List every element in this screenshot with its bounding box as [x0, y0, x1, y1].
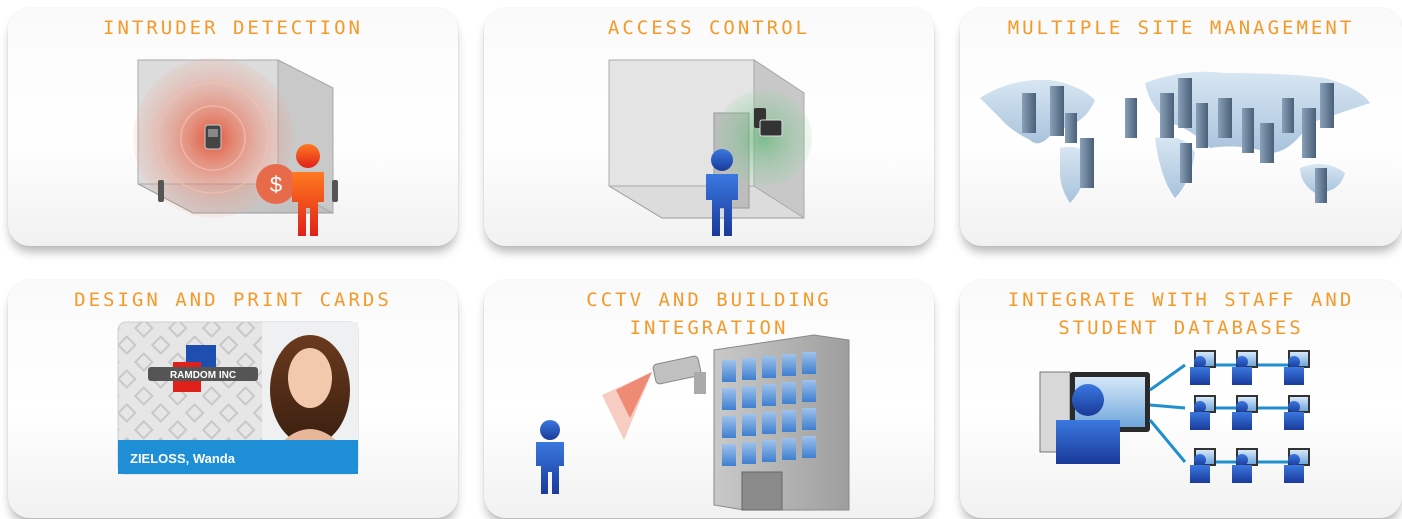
tile-multiple-site-management[interactable]: MULTIPLE SITE MANAGEMENT	[960, 8, 1402, 246]
intruder-detection-illustration: $	[133, 58, 338, 236]
tile-design-and-print-cards[interactable]: DESIGN AND PRINT CARDS RAMDOM INC ZIELOS…	[8, 280, 458, 518]
sensor-left-icon	[158, 180, 164, 202]
card-company: RAMDOM INC	[170, 370, 236, 381]
tile-title: INTRUDER DETECTION	[103, 17, 363, 39]
person-icon	[540, 420, 560, 440]
tile-database-integration[interactable]: INTEGRATE WITH STAFF AND STUDENT DATABAS…	[960, 280, 1402, 518]
network-lines	[1148, 363, 1305, 464]
tile-title: INTEGRATE WITH STAFF AND STUDENT DATABAS…	[1007, 289, 1355, 339]
access-zone	[716, 90, 812, 186]
tile-intruder-detection[interactable]: INTRUDER DETECTION $	[8, 8, 458, 246]
tile-access-control[interactable]: ACCESS CONTROL	[484, 8, 934, 246]
dollar-symbol: $	[270, 172, 282, 197]
tile-title: MULTIPLE SITE MANAGEMENT	[1007, 17, 1355, 39]
network-database-illustration	[1039, 350, 1310, 483]
building-entrance	[741, 471, 783, 511]
continent-north-america	[980, 79, 1095, 144]
tile-title: DESIGN AND PRINT CARDS	[74, 289, 392, 311]
admin-person-icon	[1072, 384, 1104, 416]
card-holder-name: ZIELOSS, Wanda	[130, 451, 236, 466]
authorized-person-icon	[711, 149, 733, 171]
tile-title: CCTV AND BUILDING INTEGRATION	[586, 289, 832, 339]
money-bag-icon	[256, 164, 296, 204]
sensor-right-icon	[332, 180, 338, 202]
id-card-illustration: RAMDOM INC ZIELOSS, Wanda	[117, 321, 359, 475]
cctv-camera-icon	[652, 355, 702, 385]
intruder-person-icon	[296, 144, 320, 168]
cctv-building-illustration	[536, 334, 850, 511]
tile-cctv-building-integration[interactable]: CCTV AND BUILDING INTEGRATION	[484, 280, 934, 518]
workstation-icons	[1190, 350, 1310, 483]
access-control-illustration	[608, 59, 812, 236]
tile-title: ACCESS CONTROL	[607, 17, 811, 39]
world-map-servers-illustration	[980, 71, 1370, 203]
server-icons	[1022, 78, 1334, 203]
